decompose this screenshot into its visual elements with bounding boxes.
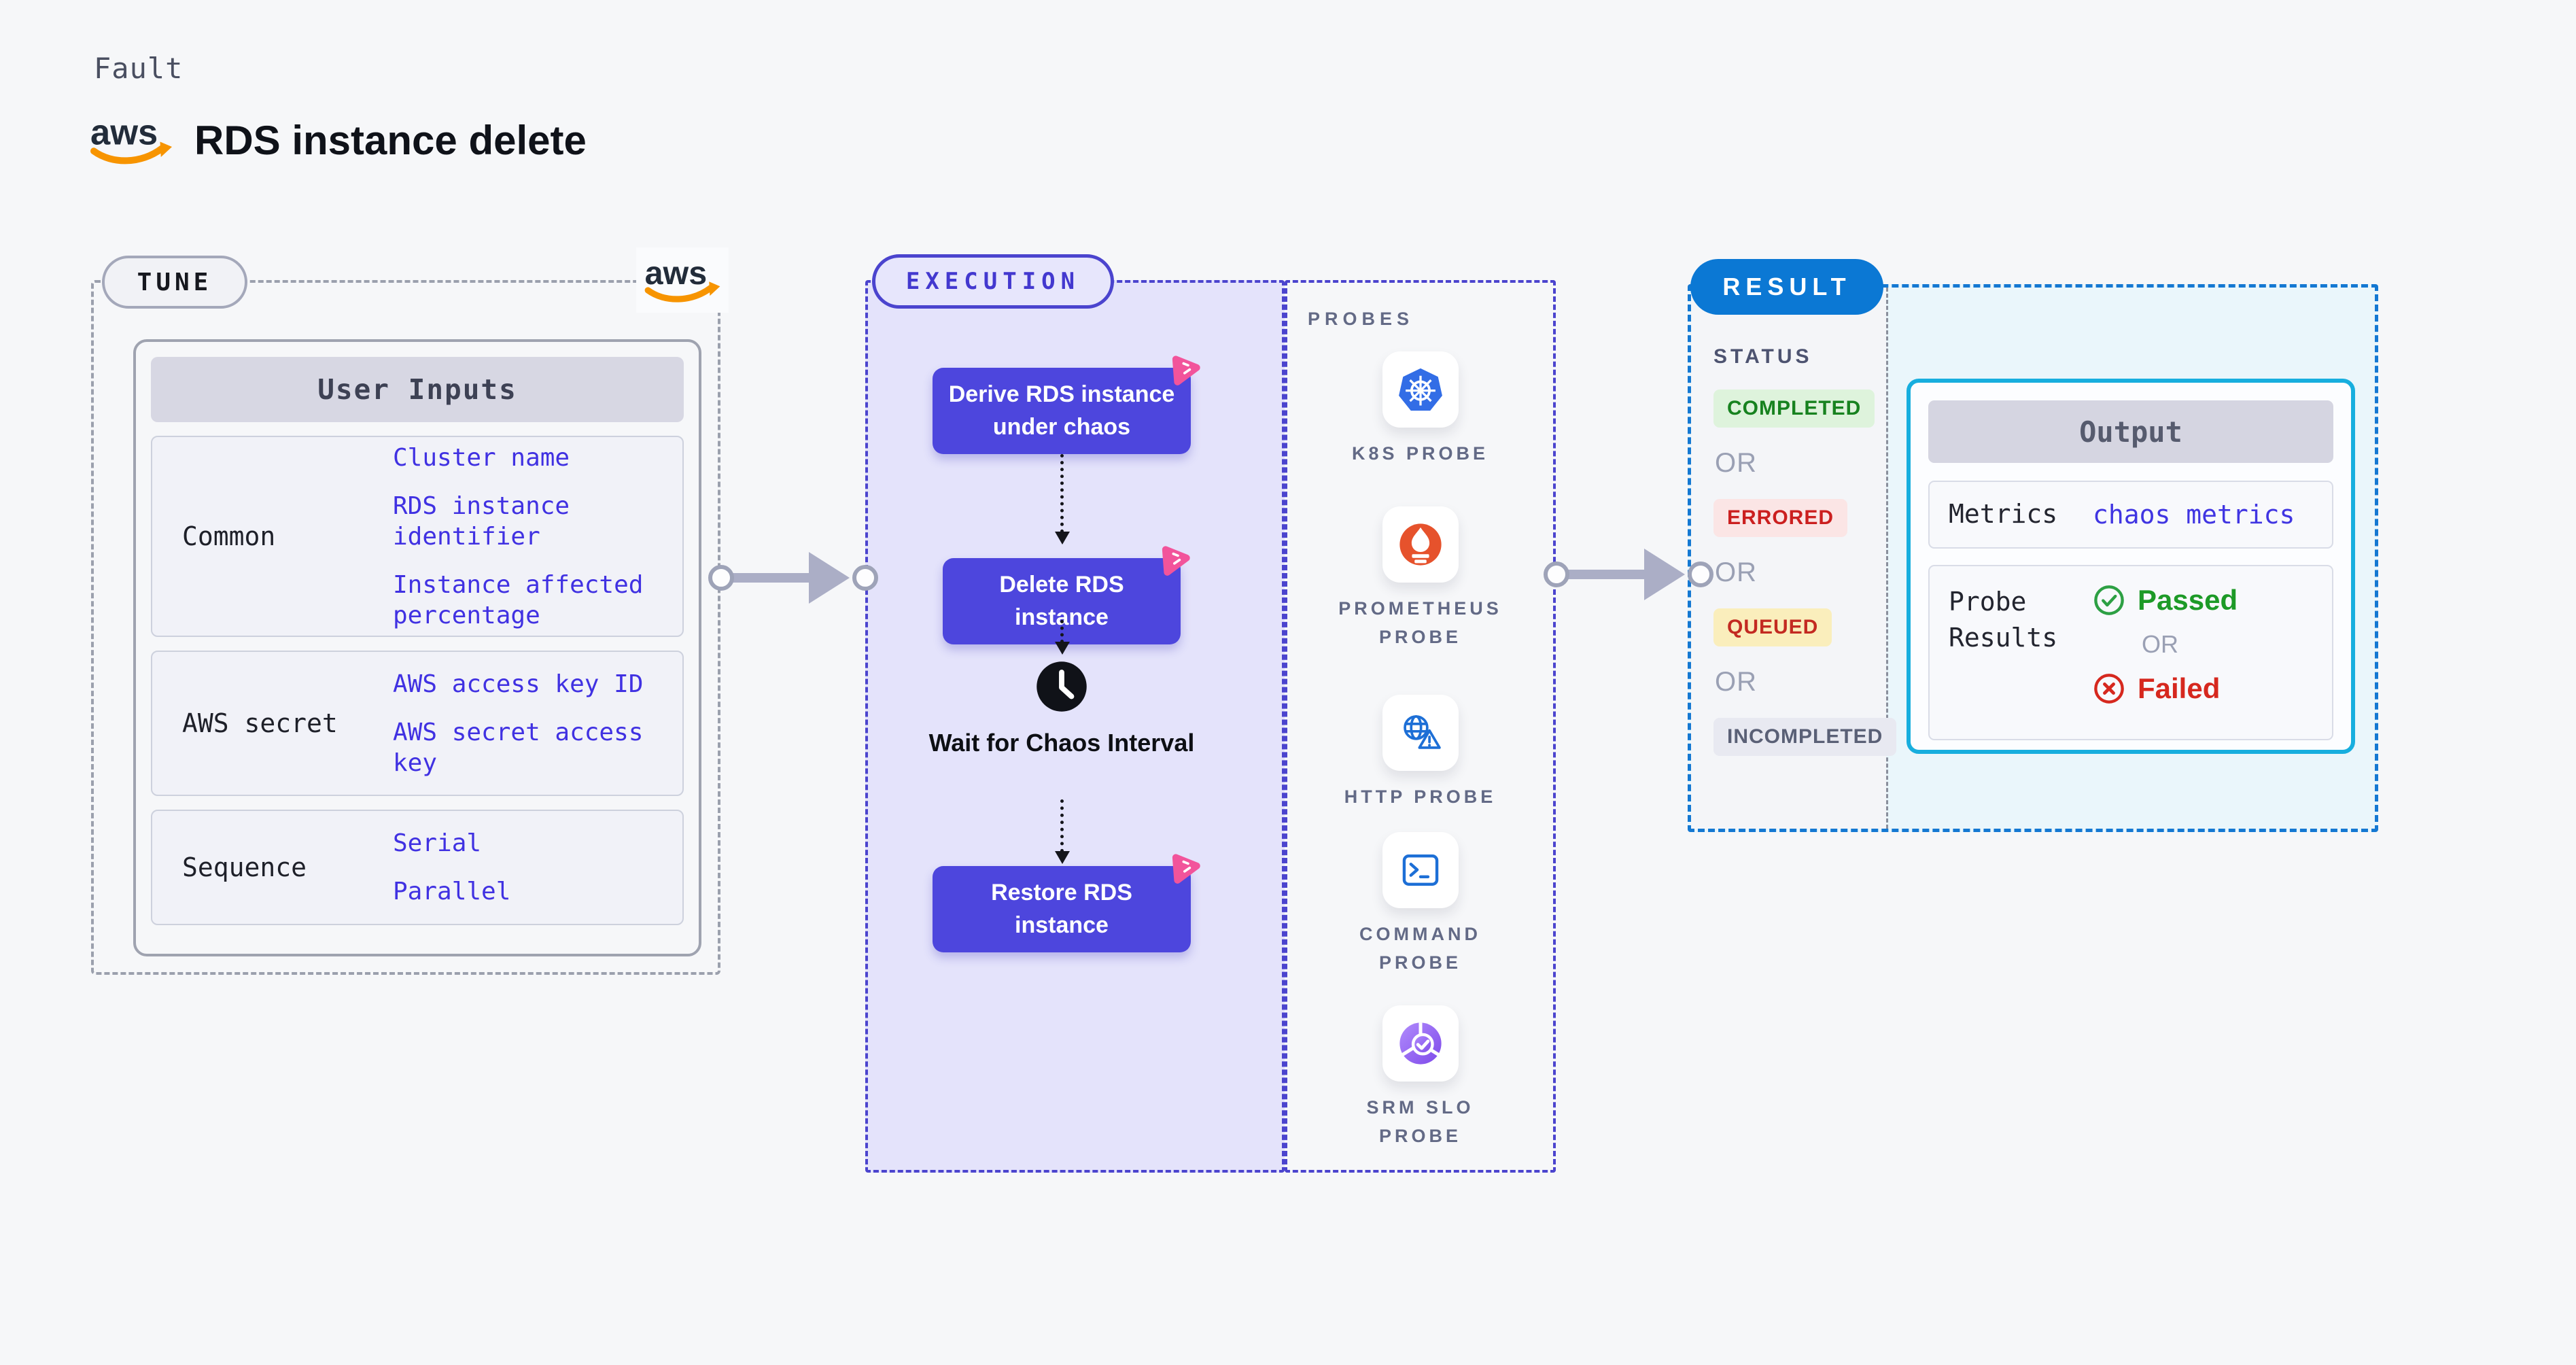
passed-line: Passed	[2093, 584, 2238, 617]
row-values: Cluster name RDS instance identifier Ins…	[393, 443, 682, 631]
probe-item-command: COMMAND PROBE	[1287, 832, 1553, 978]
prometheus-icon	[1382, 506, 1459, 583]
output-header: Output	[1928, 400, 2333, 463]
kubernetes-icon	[1382, 351, 1459, 428]
flow-node-label: Derive RDS instance under chaos	[948, 381, 1175, 440]
probe-results-label: Probe Results	[1949, 587, 2058, 653]
execution-badge: EXECUTION	[872, 254, 1114, 309]
result-section: RESULT STATUS COMPLETED OR ERRORED OR QU…	[1688, 259, 2378, 832]
or-label: OR	[1715, 667, 1757, 697]
probe-item-http: HTTP PROBE	[1287, 695, 1553, 812]
status-separator	[1886, 288, 1888, 829]
tune-section: TUNE User Inputs Common Cluster name RDS…	[91, 247, 729, 975]
fault-kicker: Fault	[94, 52, 184, 85]
arrow-tune-to-execution	[708, 552, 878, 604]
probe-label: COMMAND PROBE	[1359, 924, 1481, 973]
aws-logo-icon	[642, 255, 723, 305]
flow-node-label: Delete RDS instance	[999, 572, 1124, 630]
user-inputs-header: User Inputs	[151, 357, 684, 422]
page-title: RDS instance delete	[194, 118, 587, 163]
probe-label: K8S PROBE	[1351, 443, 1489, 464]
status-badge-queued: QUEUED	[1713, 608, 1832, 646]
output-row-probe-results: Probe Results Passed OR	[1928, 565, 2333, 740]
result-badge: RESULT	[1690, 259, 1883, 315]
status-badge-incompleted: INCOMPLETED	[1713, 718, 1897, 756]
row-label: Sequence	[182, 852, 307, 882]
probes-heading: PROBES	[1308, 309, 1414, 329]
tune-badge: TUNE	[102, 256, 247, 309]
metrics-label: Metrics	[1949, 499, 2058, 530]
user-inputs-card: User Inputs Common Cluster name RDS inst…	[133, 339, 701, 956]
flow-node-restore: Restore RDS instance	[933, 866, 1191, 953]
probe-item-srm-slo: SRM SLO PROBE	[1287, 1005, 1553, 1151]
probe-label: SRM SLO PROBE	[1366, 1097, 1474, 1146]
status-list: COMPLETED OR ERRORED OR QUEUED OR INCOMP…	[1713, 390, 1897, 756]
x-circle-icon	[2094, 674, 2124, 704]
or-label: OR	[2142, 630, 2178, 658]
probe-label: HTTP PROBE	[1344, 787, 1497, 807]
failed-label: Failed	[2138, 672, 2221, 704]
connector-arrow	[1055, 799, 1070, 864]
table-row-common: Common Cluster name RDS instance identif…	[151, 436, 684, 637]
arrow-shaft	[729, 573, 810, 583]
probe-label: PROMETHEUS PROBE	[1338, 598, 1502, 647]
arrow-head-icon	[809, 552, 850, 604]
chaos-icon	[1155, 542, 1194, 581]
or-label: OR	[1715, 448, 1757, 478]
metrics-value: chaos metrics	[2093, 500, 2295, 530]
probe-item-prometheus: PROMETHEUS PROBE	[1287, 506, 1553, 652]
row-label: AWS secret	[182, 708, 338, 738]
input-value: Serial	[393, 829, 482, 857]
or-label: OR	[1715, 557, 1757, 587]
output-card: Output Metrics chaos metrics Probe Resul…	[1907, 379, 2355, 754]
passed-label: Passed	[2138, 584, 2238, 616]
connector-dot	[708, 565, 734, 591]
command-icon	[1382, 832, 1459, 908]
status-badge-completed: COMPLETED	[1713, 390, 1875, 428]
input-value: Instance affected percentage	[393, 570, 644, 629]
arrow-probes-to-result	[1544, 549, 1713, 600]
output-row-metrics: Metrics chaos metrics	[1928, 481, 2333, 549]
arrow-shaft	[1564, 570, 1646, 579]
aws-logo-icon	[87, 109, 175, 171]
execution-section: EXECUTION Derive RDS instance under chao…	[865, 254, 1285, 1173]
connector-dot	[1544, 561, 1569, 587]
chaos-icon	[1166, 850, 1204, 889]
clock-icon	[1033, 658, 1090, 715]
connector-dot	[852, 565, 878, 591]
flow-node-label: Restore RDS instance	[991, 880, 1132, 938]
probe-item-k8s: K8S PROBE	[1287, 351, 1553, 468]
row-label: Common	[182, 521, 276, 551]
arrow-head-icon	[1644, 549, 1685, 600]
chaos-icon	[1166, 352, 1204, 391]
probes-section: PROBES K8S PROBE	[1285, 280, 1556, 1173]
status-heading: STATUS	[1713, 345, 1813, 368]
input-value: AWS secret access key	[393, 718, 644, 777]
row-values: Serial Parallel	[393, 828, 682, 907]
input-value: Parallel	[393, 878, 511, 905]
connector-arrow	[1055, 620, 1070, 655]
table-row-aws-secret: AWS secret AWS access key ID AWS secret …	[151, 651, 684, 796]
connector-arrow	[1055, 454, 1070, 545]
input-value: Cluster name	[393, 443, 570, 472]
connector-dot	[1688, 561, 1713, 587]
flow-node-derive: Derive RDS instance under chaos	[933, 368, 1191, 455]
row-values: AWS access key ID AWS secret access key	[393, 669, 682, 778]
probe-results-values: Passed OR Failed	[2093, 584, 2238, 705]
table-row-sequence: Sequence Serial Parallel	[151, 810, 684, 925]
failed-line: Failed	[2093, 672, 2238, 705]
aws-corner-logo	[636, 247, 729, 313]
status-badge-errored: ERRORED	[1713, 499, 1848, 537]
check-circle-icon	[2094, 585, 2124, 615]
input-value: RDS instance identifier	[393, 491, 570, 551]
input-value: AWS access key ID	[393, 670, 644, 698]
wait-node-label: Wait for Chaos Interval	[928, 729, 1195, 757]
srm-slo-icon	[1382, 1005, 1459, 1082]
http-icon	[1382, 695, 1459, 771]
